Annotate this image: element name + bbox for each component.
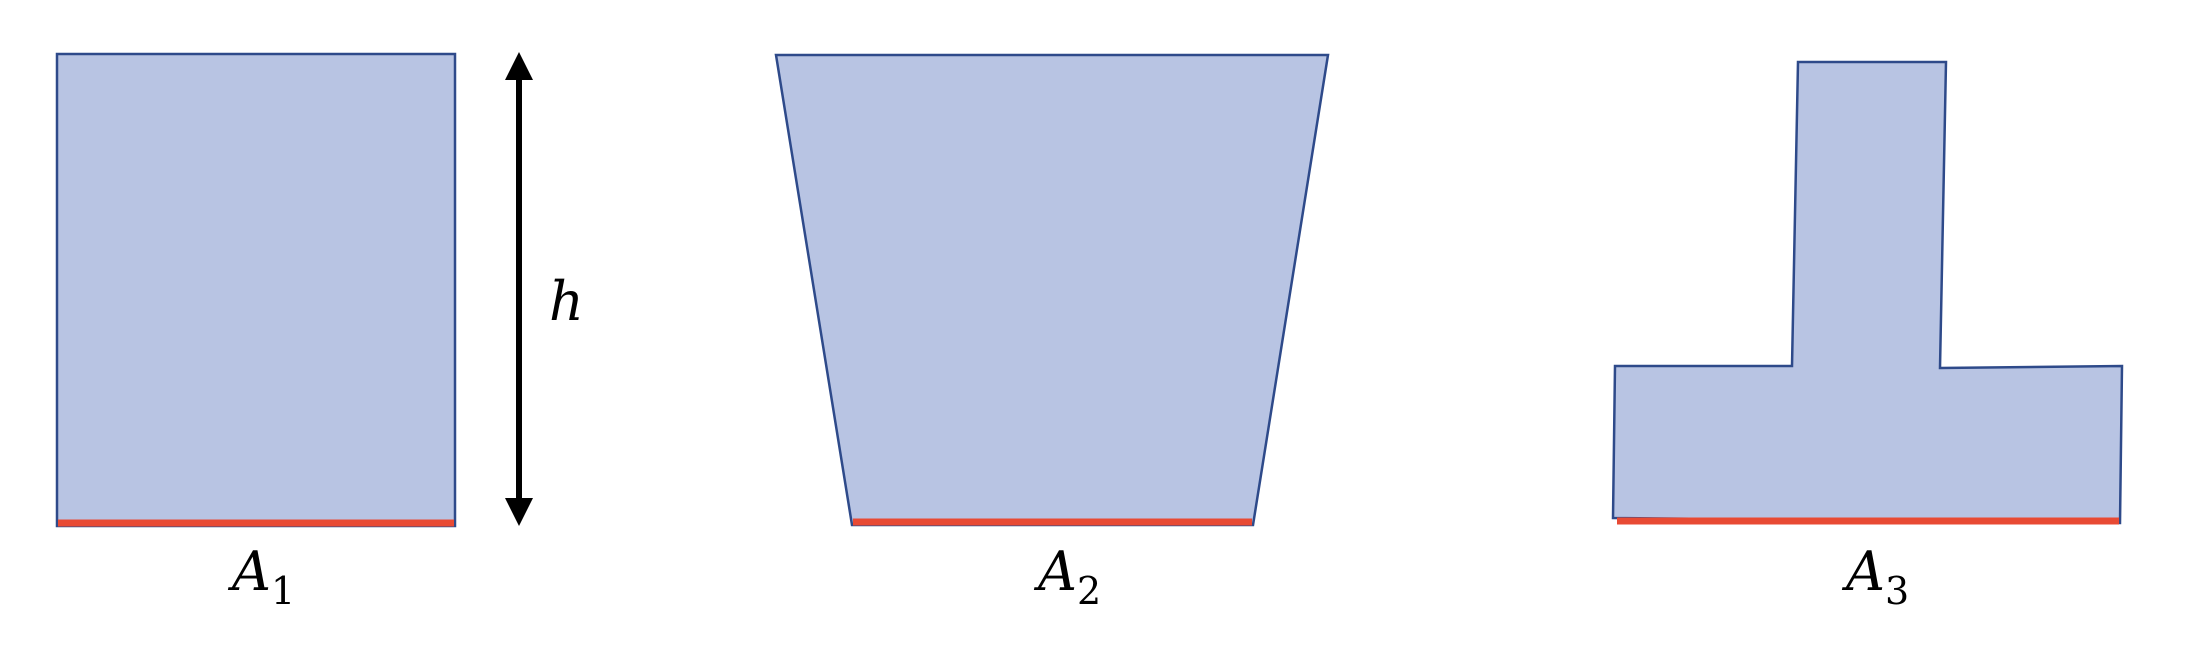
height-arrow: h — [505, 52, 584, 526]
vessel-2-label: A2 — [1033, 540, 1101, 613]
vessel-2-body — [774, 53, 1330, 527]
height-label: h — [549, 270, 584, 333]
arrow-down-icon — [505, 498, 533, 526]
vessel-1: A1 — [55, 52, 457, 613]
vessel-3: A3 — [1611, 60, 2124, 613]
vessel-3-body — [1611, 60, 2124, 525]
arrow-up-icon — [505, 52, 533, 80]
vessel-2: A2 — [774, 53, 1330, 613]
vessel-3-label: A3 — [1841, 540, 1909, 613]
vessel-1-body — [55, 52, 457, 528]
vessel-1-label: A1 — [227, 540, 295, 613]
